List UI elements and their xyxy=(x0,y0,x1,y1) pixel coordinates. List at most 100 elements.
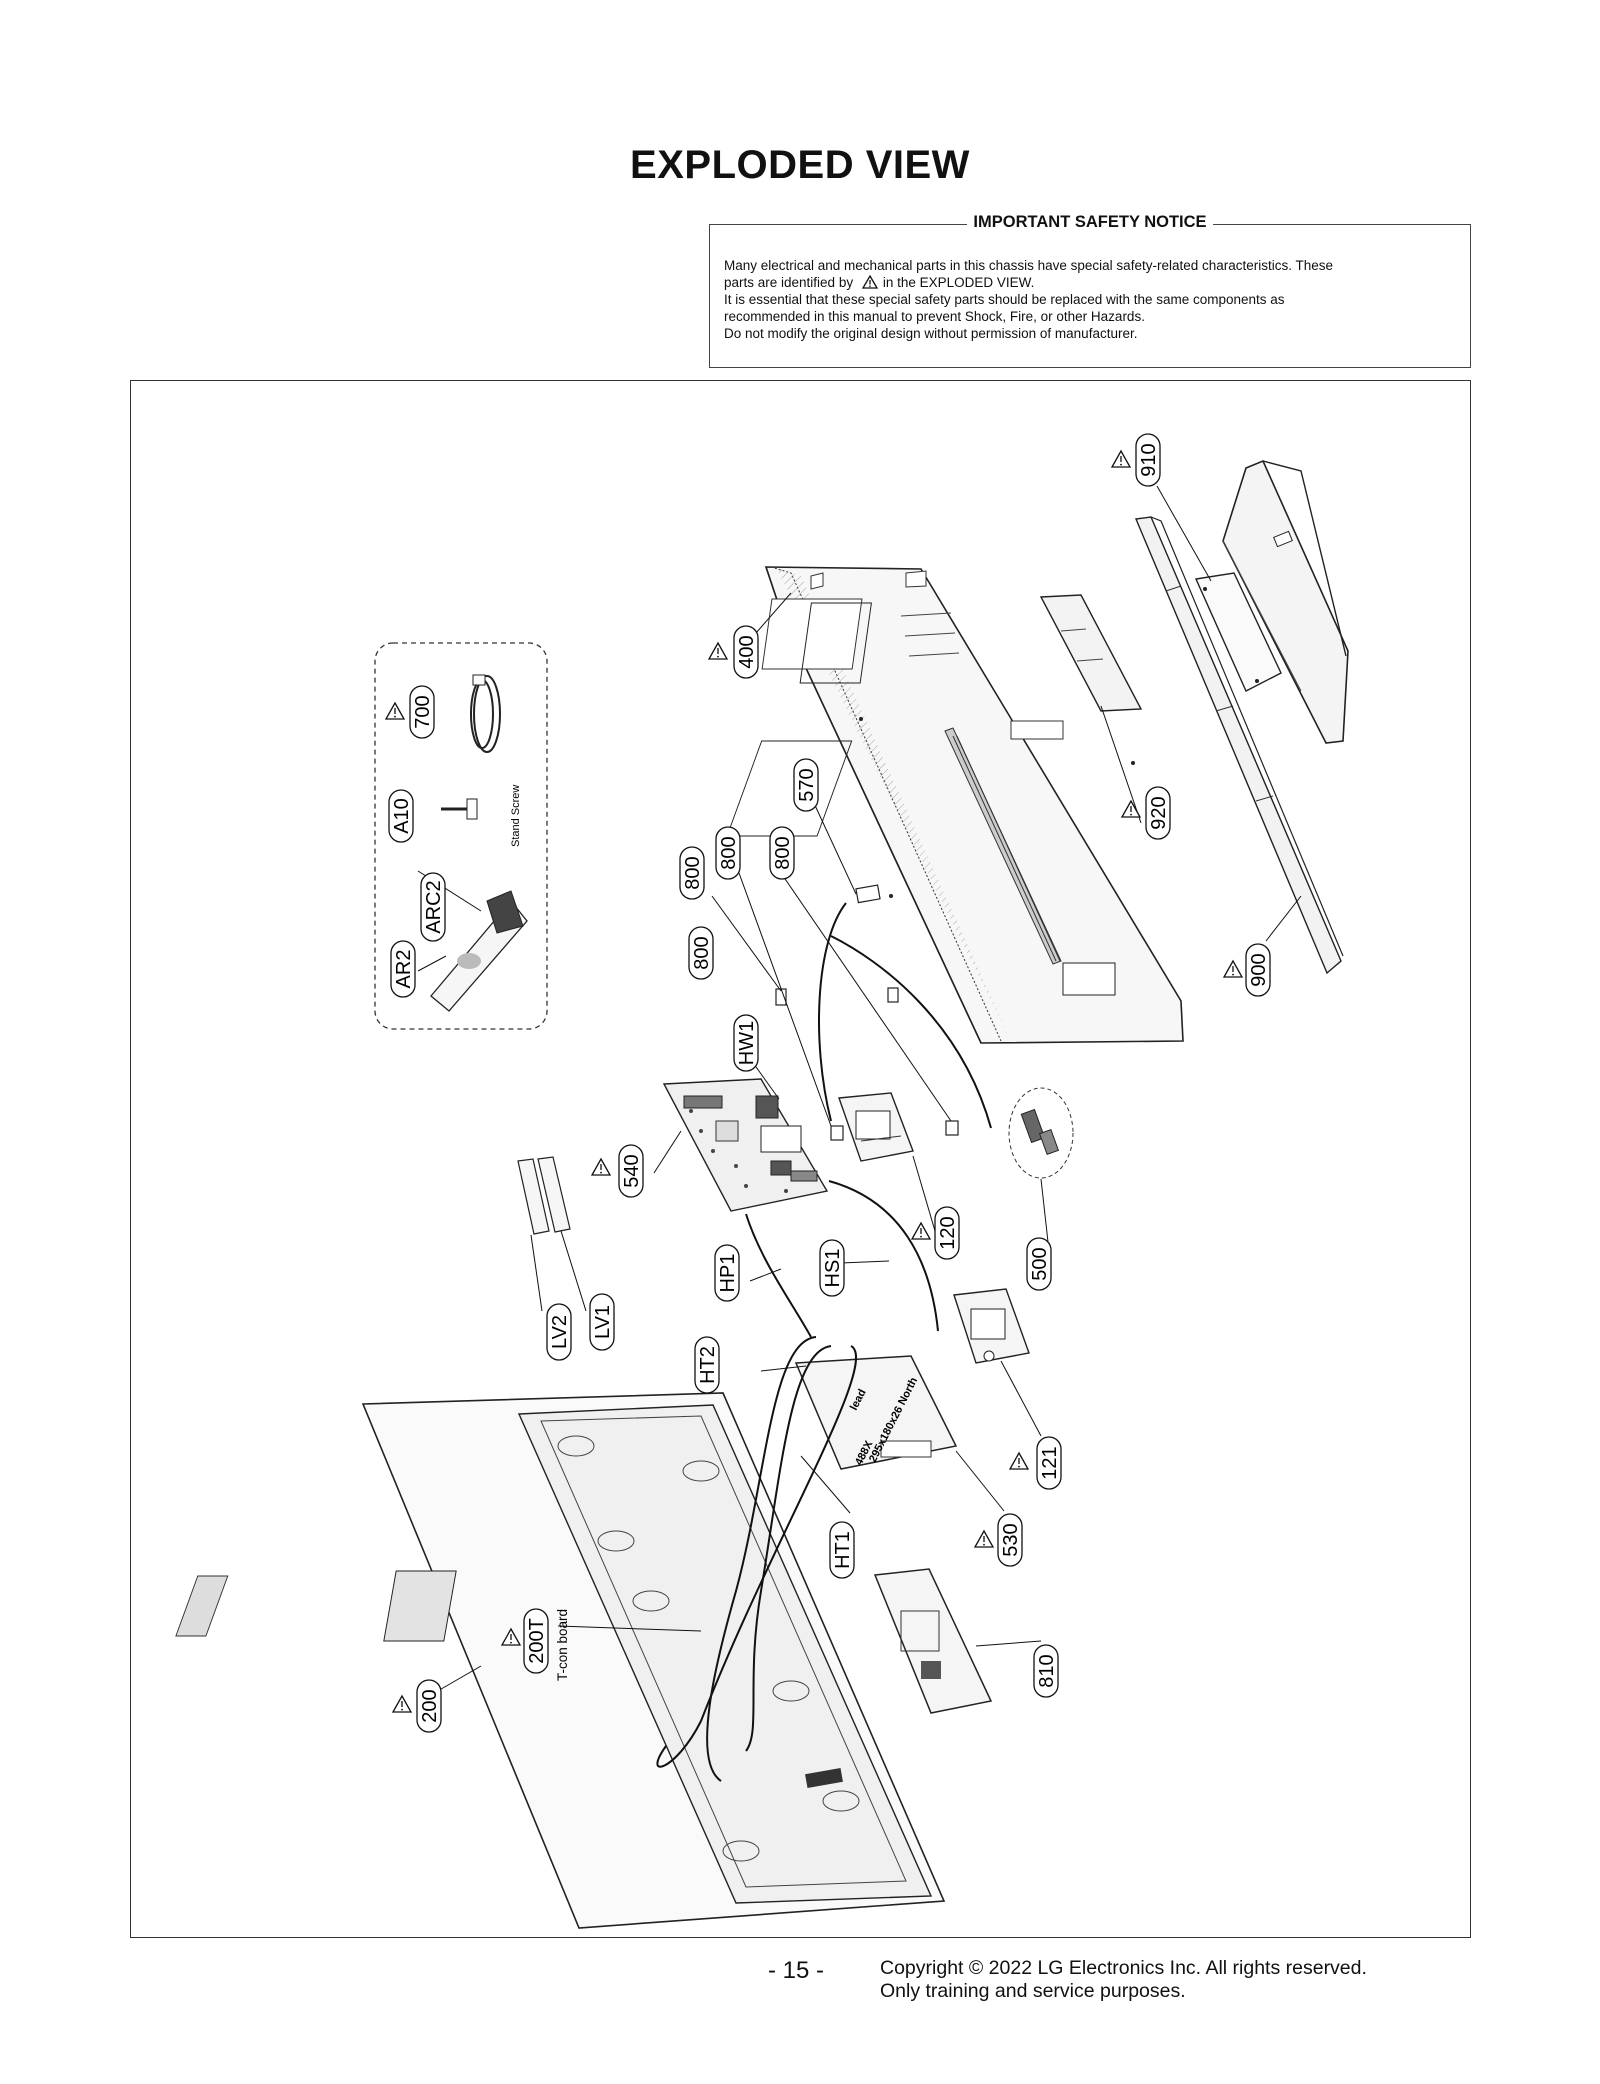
callout-920: 920 xyxy=(1145,786,1171,840)
callout-800-d-label: 800 xyxy=(691,936,713,969)
callout-800-c-label: 800 xyxy=(772,836,794,869)
warning-icon-920 xyxy=(1121,800,1141,818)
callout-200: 200 xyxy=(416,1679,442,1733)
callout-910: 910 xyxy=(1135,433,1161,487)
safety-notice-line-3: It is essential that these special safet… xyxy=(724,292,1285,307)
callout-HT1: HT1 xyxy=(829,1521,855,1579)
warning-icon-910 xyxy=(1111,450,1131,468)
callout-910-label: 910 xyxy=(1138,443,1160,476)
callout-800-a: 800 xyxy=(679,846,705,900)
callout-LV1: LV1 xyxy=(589,1293,615,1351)
callout-810-label: 810 xyxy=(1036,1654,1058,1687)
lvds-cable-part xyxy=(517,1156,571,1235)
page-number: - 15 - xyxy=(768,1957,825,1984)
stand-body-part xyxy=(1134,516,1344,975)
callout-120: 120 xyxy=(934,1206,960,1260)
safety-notice-box: IMPORTANT SAFETY NOTICE Many electrical … xyxy=(709,213,1471,368)
warning-icon-200 xyxy=(392,1695,412,1713)
callout-800-b: 800 xyxy=(715,826,741,880)
power-cord-part xyxy=(470,674,501,753)
callout-HW1-label: HW1 xyxy=(736,1021,758,1065)
buttons-500-part xyxy=(1008,1087,1074,1179)
callout-920-label: 920 xyxy=(1148,796,1170,829)
callout-HP1: HP1 xyxy=(714,1244,740,1302)
callout-570-label: 570 xyxy=(796,768,818,801)
safety-notice-line-2: parts are identified by in the EXPLODED … xyxy=(724,274,1456,291)
stand-base-part xyxy=(1194,459,1349,744)
safety-notice-body: Many electrical and mechanical parts in … xyxy=(724,257,1456,342)
back-cover-part xyxy=(726,566,1184,1044)
callout-AR2-label: AR2 xyxy=(393,950,415,989)
callout-900: 900 xyxy=(1245,943,1271,997)
exploded-view-drawing: 488X 295x180x26 North lead xyxy=(175,433,1349,1929)
remote-control-part xyxy=(430,890,528,1012)
safety-notice-line-5: Do not modify the original design withou… xyxy=(724,326,1138,341)
callout-120-label: 120 xyxy=(937,1216,959,1249)
warning-icon-400 xyxy=(708,642,728,660)
safety-notice-heading: IMPORTANT SAFETY NOTICE xyxy=(967,213,1213,231)
callout-540-label: 540 xyxy=(621,1154,643,1187)
callout-HT2-label: HT2 xyxy=(697,1346,719,1384)
warning-icon-900 xyxy=(1223,960,1243,978)
callout-ARC2: ARC2 xyxy=(420,872,446,942)
callout-500: 500 xyxy=(1026,1237,1052,1291)
power-board-120-part xyxy=(838,1092,914,1162)
callout-530-label: 530 xyxy=(1000,1523,1022,1556)
safety-notice-line-2-before: parts are identified by xyxy=(724,275,854,290)
leader-lines xyxy=(417,485,1302,1697)
accessory-group: Stand Screw xyxy=(374,642,548,1030)
callout-HS1-label: HS1 xyxy=(822,1249,844,1288)
stand-screw-label: Stand Screw xyxy=(510,785,522,847)
callout-ARC2-label: ARC2 xyxy=(423,880,445,933)
safety-notice-heading-wrap: IMPORTANT SAFETY NOTICE xyxy=(710,213,1470,232)
tcon-board-label: T-con board xyxy=(555,1609,570,1681)
warning-icon-540 xyxy=(591,1158,611,1176)
callout-530: 530 xyxy=(997,1513,1023,1567)
callout-810: 810 xyxy=(1033,1644,1059,1698)
purpose-line: Only training and service purposes. xyxy=(880,1980,1186,2002)
warning-icon-121 xyxy=(1009,1452,1029,1470)
callout-LV2: LV2 xyxy=(546,1303,572,1361)
callout-A10-label: A10 xyxy=(391,798,413,834)
callout-800-d: 800 xyxy=(688,926,714,980)
callout-121: 121 xyxy=(1036,1436,1062,1490)
speaker-530-part: 488X 295x180x26 North lead xyxy=(794,1355,958,1470)
callout-400: 400 xyxy=(733,625,759,679)
callout-200-label: 200 xyxy=(419,1689,441,1722)
warning-icon-700 xyxy=(385,702,405,720)
exploded-view-diagram: 488X 295x180x26 North lead xyxy=(130,380,1471,1938)
callout-HP1-label: HP1 xyxy=(717,1254,739,1293)
page-title: EXPLODED VIEW xyxy=(630,143,970,187)
warning-triangle-icon xyxy=(861,275,878,289)
main-board-part xyxy=(662,1078,829,1212)
callout-700-label: 700 xyxy=(412,695,434,728)
safety-notice-line-2-after: in the EXPLODED VIEW. xyxy=(882,275,1035,290)
display-module-part xyxy=(175,1392,946,1929)
callout-121-label: 121 xyxy=(1039,1446,1061,1479)
warning-icon-120 xyxy=(911,1222,931,1240)
callout-AR2: AR2 xyxy=(390,940,416,998)
callout-800-b-label: 800 xyxy=(718,836,740,869)
copyright-notice: Copyright © 2022 LG Electronics Inc. All… xyxy=(880,1957,1367,2003)
safety-notice-line-1: Many electrical and mechanical parts in … xyxy=(724,258,1334,273)
safety-notice-line-4: recommended in this manual to prevent Sh… xyxy=(724,309,1145,324)
callout-570: 570 xyxy=(793,758,819,812)
callout-500-label: 500 xyxy=(1029,1247,1051,1280)
bracket-810-part xyxy=(873,1568,993,1714)
callout-800-c: 800 xyxy=(769,826,795,880)
callout-800-a-label: 800 xyxy=(682,856,704,889)
copyright-line: Copyright © 2022 LG Electronics Inc. All… xyxy=(880,1957,1367,1979)
brackets-800-part xyxy=(775,884,959,1141)
callout-540: 540 xyxy=(618,1144,644,1198)
callout-700: 700 xyxy=(409,685,435,739)
callout-A10: A10 xyxy=(388,789,414,843)
callout-200T: 200T xyxy=(523,1608,549,1674)
callout-LV1-label: LV1 xyxy=(592,1305,614,1339)
callout-400-label: 400 xyxy=(736,635,758,668)
warning-icon-530 xyxy=(974,1530,994,1548)
cable-cover-part xyxy=(1039,594,1143,712)
callout-HT1-label: HT1 xyxy=(832,1531,854,1569)
callout-200T-label: 200T xyxy=(526,1618,548,1664)
callout-HT2: HT2 xyxy=(694,1336,720,1394)
callout-900-label: 900 xyxy=(1248,953,1270,986)
